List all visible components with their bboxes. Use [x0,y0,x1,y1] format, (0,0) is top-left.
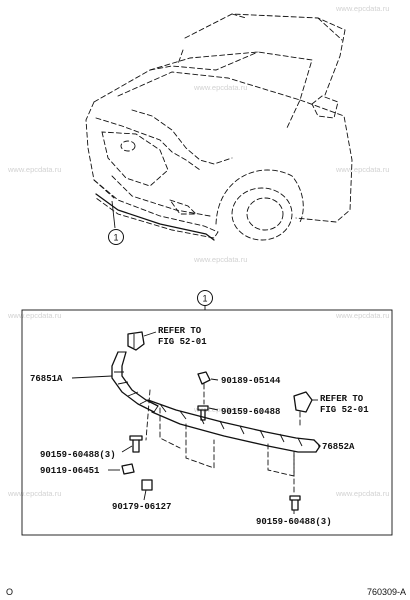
hidden-line [145,389,151,441]
label-leader [143,489,147,501]
screw-shank [132,439,140,453]
a-pillar-line [177,13,343,65]
wheel-arch [215,169,304,225]
label-leader [210,378,219,381]
roof-line [184,13,346,96]
part-label-76852A[interactable]: 76852A [322,442,355,452]
side-mirror [311,95,339,119]
hidden-line [185,423,215,469]
watermarks: www.epcdata.ru www.epcdata.ru www.epcdat… [7,4,389,498]
watermark-text: www.epcdata.ru [193,405,247,414]
headlamp-line [131,109,233,165]
spoiler-left-inner [121,351,159,407]
fog-lamp [168,199,198,215]
watermark-text: www.epcdata.ru [193,255,247,264]
part-label-90189-05144[interactable]: 90189-05144 [221,376,281,386]
front-bumper [93,179,219,239]
side-body-line [295,99,353,223]
callout-circle [108,229,124,245]
hood-crease [149,51,259,71]
part-label-90159-60488-qty3-bottom[interactable]: 90159-60488(3) [256,517,332,527]
spoiler-main-bottom [151,411,317,453]
label-leader [208,407,219,411]
clip-fastener [197,371,211,385]
group-frame [21,309,393,536]
watermark-text: www.epcdata.ru [335,311,389,320]
part-label-90159-60488[interactable]: 90159-60488 [221,407,280,417]
exploded-view: 1 [21,290,393,536]
part-label-90119-06451[interactable]: 90119-06451 [40,466,100,476]
watermark-text: www.epcdata.ru [7,311,61,320]
spoiler-location [95,193,215,241]
refer-note-right: REFER TO [320,394,364,404]
screw-shank [291,499,299,511]
refer-note-top: FIG 52-01 [158,337,207,347]
screw-head [289,495,301,501]
screw-shank [200,409,206,421]
emblem [120,140,136,152]
screw-head [197,405,209,411]
label-leader [143,331,157,337]
vehicle-front-illustration: 1 [85,13,353,245]
screw-head [129,435,143,441]
hood-crease [117,71,301,101]
watermark-text: www.epcdata.ru [7,165,61,174]
refer-note-right: FIG 52-01 [320,405,369,415]
label-leader [71,375,113,379]
spoiler-left-end [118,351,159,413]
watermark-text: www.epcdata.ru [335,4,389,13]
bumper-crease [111,175,211,217]
callout-number: 1 [202,294,207,304]
part-label-90159-60488-qty3[interactable]: 90159-60488(3) [40,450,116,460]
watermark-text: www.epcdata.ru [335,489,389,498]
nut-fastener [121,463,135,475]
label-leader [121,445,133,453]
grille-outline [101,131,169,187]
mounting-bracket [293,391,313,413]
diagram-code: 760309-A [367,587,406,597]
spoiler-left-outer [111,351,155,413]
watermark-text: www.epcdata.ru [7,489,61,498]
clip-fastener [141,479,153,491]
footer: O 760309-A [6,587,406,597]
hidden-line [159,407,181,449]
part-label-90179-06127[interactable]: 90179-06127 [112,502,171,512]
front-tire [231,187,293,241]
watermark-text: www.epcdata.ru [335,165,389,174]
mounting-bracket [127,331,145,351]
spoiler-main-top [147,399,315,441]
fascia-left [85,101,115,199]
watermark-text: www.epcdata.ru [193,83,247,92]
callout-leader [111,200,116,229]
callout-number: 1 [113,233,118,243]
footer-mark: O [6,587,13,597]
front-wheel [246,197,284,231]
part-label-76851A[interactable]: 76851A [30,374,63,384]
headlamp-line [95,117,201,171]
spoiler-left-ribs [114,371,149,405]
refer-note-top: REFER TO [158,326,202,336]
